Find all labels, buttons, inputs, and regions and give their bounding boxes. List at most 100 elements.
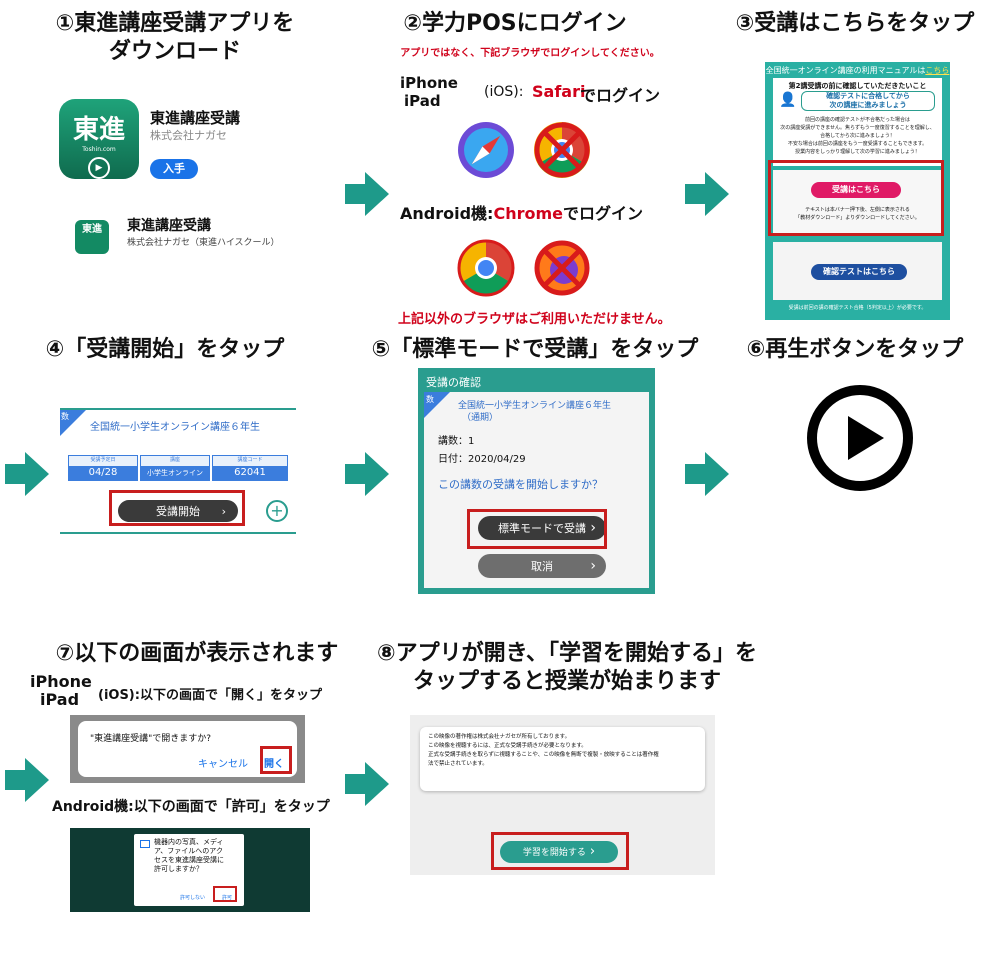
step7-ios-text: (iOS):以下の画面で「開く」をタップ <box>98 688 322 703</box>
chrome-crossed-icon <box>534 122 590 178</box>
notice-panel: 第2講受講の前に確認していただきたいこと 👤 確認テストに合格してから 次の講座… <box>773 78 942 166</box>
chevron-right-icon: › <box>590 520 596 536</box>
android-allow-button[interactable]: 許可 <box>222 895 233 901</box>
step8-title-line1: ⑧アプリが開き、「学習を開始する」を <box>376 641 758 666</box>
chrome-icon <box>457 239 515 297</box>
course-col-1: 受講予定日 04/28 <box>68 455 138 481</box>
android-login-line: Android機:Chromeでログイン <box>400 200 643 224</box>
start-button[interactable]: 受講開始 › <box>118 500 238 522</box>
plus-button[interactable]: + <box>266 500 288 522</box>
arrow-right-icon <box>5 758 49 802</box>
highlight-box <box>467 509 607 549</box>
step7-iphone: iPhone <box>30 672 92 691</box>
manual-header-link[interactable]: こちら <box>925 66 950 75</box>
confirm-date: 日付：2020/04/29 <box>438 454 526 465</box>
notice-body-2: 次の講座受講ができません。焦らずもう一度復習することを理解し、 <box>780 125 935 131</box>
confirm-lesson: 講数：1 <box>438 436 475 447</box>
android-line-3: セスを東進講座受講に <box>154 856 224 864</box>
cancel-button[interactable]: 取消 › <box>478 554 606 578</box>
plus-icon: + <box>270 501 284 520</box>
arrow-right-icon <box>5 452 49 496</box>
step7-android-text: Android機:以下の画面で「許可」をタップ <box>52 799 330 815</box>
safari-icon <box>458 122 514 178</box>
col3-label: 講座コード <box>213 456 287 466</box>
test-button[interactable]: 確認テストはこちら <box>811 264 907 280</box>
cancel-label: 取消 <box>531 560 553 573</box>
android-dialog-frame: 機器内の写真、メディ ア、ファイルへのアク セスを東進講座受講に 許可しますか？… <box>70 828 310 912</box>
copyright-line-4: 法で禁止されています。 <box>428 761 488 767</box>
start-learning-button[interactable]: 学習を開始する› <box>500 841 618 863</box>
arrow-right-icon <box>685 452 729 496</box>
arrow-right-icon <box>345 452 389 496</box>
ios-cancel-button[interactable]: キャンセル <box>198 759 248 770</box>
standard-mode-button[interactable]: 標準モードで受講 › <box>478 516 606 540</box>
standard-mode-label: 標準モードで受講 <box>498 522 586 535</box>
android-line-1: 機器内の写真、メディ <box>154 838 224 846</box>
app-company-2: 株式会社ナガセ（東進ハイスクール） <box>127 238 280 248</box>
get-button[interactable]: 入手 <box>150 159 198 179</box>
start-learning-label: 学習を開始する <box>522 848 586 858</box>
test-banner[interactable]: 確認テストはこちら <box>773 242 942 300</box>
android-dialog: 機器内の写真、メディ ア、ファイルへのアク セスを東進講座受講に 許可しますか？… <box>134 834 244 906</box>
app-icon-sub: Toshin.com <box>82 146 116 153</box>
arrow-right-icon <box>685 172 729 216</box>
step1-title-line1: ①東進講座受講アプリを <box>55 11 295 36</box>
step1-title: ①東進講座受講アプリを ダウンロード <box>40 10 310 66</box>
step3-title: ③受講はこちらをタップ <box>735 11 975 36</box>
ios-dialog-message: "東進講座受講"で開きますか? <box>90 734 212 744</box>
juko-note-2: 「教材ダウンロード」よりダウンロードしてください。 <box>795 215 920 221</box>
confirm-panel: 数 全国統一小学生オンライン講座６年生 （通期） 講数：1 日付：2020/04… <box>424 392 649 588</box>
notice-bubble-2: 次の講座に進みましょう <box>829 101 907 109</box>
confirm-tag-label: 数 <box>426 395 434 404</box>
manual-screen: 全国統一オンライン講座の利用マニュアルはこちら 第2講受講の前に確認していただき… <box>765 62 950 320</box>
notice-body-4: 不安な場合は前回の講座をもう一度受講することもできます。 <box>787 141 928 147</box>
confirm-course-sub: （通期） <box>462 413 499 423</box>
highlight-box <box>768 160 944 236</box>
app-icon-label: 東進 <box>72 115 125 145</box>
notice-body-1: 前回の講座の確認テストが不合格だった場合は <box>804 117 910 123</box>
iphone-label: iPhone <box>400 74 458 92</box>
step7-ipad: iPad <box>40 690 80 709</box>
ios-mid: (iOS): <box>484 84 524 100</box>
copyright-line-1: この映像の著作権は株式会社ナガセが所有しております。 <box>428 734 571 740</box>
juko-button[interactable]: 受講はこちら <box>811 182 901 198</box>
firefox-crossed-icon <box>534 240 590 296</box>
step8-title-line2: タップすると授業が始まります <box>412 669 721 694</box>
android-deny-button[interactable]: 許可しない <box>180 895 206 901</box>
android-browser: Chrome <box>493 204 563 223</box>
course-name: 全国統一小学生オンライン講座６年生 <box>90 422 260 433</box>
notice-bubble-1: 確認テストに合格してから <box>826 92 910 100</box>
copyright-notice: この映像の著作権は株式会社ナガセが所有しております。 この映像を視聴するには、正… <box>420 727 705 791</box>
ios-browser: Safari <box>532 82 586 101</box>
highlight-box <box>109 490 245 526</box>
person-icon: 👤 <box>779 92 797 108</box>
course-col-2: 講座 小学生オンライン <box>140 455 210 481</box>
col1-value: 04/28 <box>69 466 137 480</box>
step2-footer: 上記以外のブラウザはご利用いただけません。 <box>398 312 671 327</box>
play-button-icon[interactable] <box>806 384 914 492</box>
ipad-label: iPad <box>404 92 441 110</box>
app-store-listing: 東進 Toshin.com ▶ 東進講座受講 株式会社ナガセ 入手 東進 東進講… <box>55 95 305 265</box>
chevron-right-icon: › <box>589 844 596 859</box>
confirm-question: この講数の受講を開始しますか？ <box>438 478 603 491</box>
confirm-course: 全国統一小学生オンライン講座６年生 <box>458 401 612 411</box>
course-col-3: 講座コード 62041 <box>212 455 288 481</box>
test-note: 受講は前回の講の確認テスト合格（5判定以上）が必要です。 <box>788 305 927 311</box>
course-tag-label: 数 <box>61 412 69 421</box>
app-small-icon[interactable]: 東進 <box>75 220 109 254</box>
app-name-2: 東進講座受講 <box>127 218 211 234</box>
col1-label: 受講予定日 <box>69 456 137 466</box>
app-name: 東進講座受講 <box>150 109 241 127</box>
confirm-tag <box>424 392 450 418</box>
ios-open-button[interactable]: 開く <box>264 759 284 770</box>
course-tag <box>60 410 86 436</box>
notice-body-5: 授業内容をしっかり理解して次の学習に進みましょう！ <box>795 149 920 155</box>
android-prefix: Android機: <box>400 204 494 223</box>
step2-title: ②学力POSにログイン <box>403 11 627 36</box>
app-small-icon-label: 東進 <box>82 224 102 235</box>
juko-banner[interactable]: 受講はこちら テキストは本バナー押下後、左側に表示される 「教材ダウンロード」よ… <box>773 170 942 236</box>
android-line-2: ア、ファイルへのアク <box>154 847 223 855</box>
manual-header-text: 全国統一オンライン講座の利用マニュアルは <box>765 66 926 75</box>
step6-title: ⑥再生ボタンをタップ <box>746 337 964 362</box>
app-icon[interactable]: 東進 Toshin.com ▶ <box>59 99 139 179</box>
